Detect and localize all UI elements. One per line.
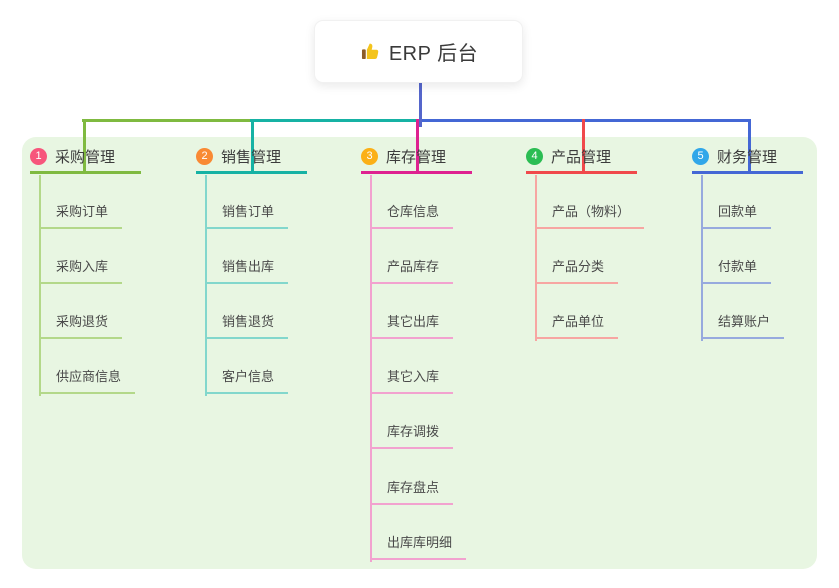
branch-node-product[interactable]: 4 产品管理 <box>526 146 637 174</box>
branch-number-badge: 2 <box>196 148 213 165</box>
branch-children-line <box>535 175 537 341</box>
branch-children-line <box>205 175 207 396</box>
child-node[interactable]: 其它入库 <box>370 366 454 394</box>
child-node[interactable]: 销售出库 <box>205 256 289 284</box>
branch-children-line <box>701 175 703 341</box>
branch-label: 销售管理 <box>221 149 282 166</box>
branch-group-product: 4 产品管理 产品（物料） 产品分类 产品单位 <box>526 0 686 588</box>
branch-label: 采购管理 <box>55 149 116 166</box>
connector-horizontal-left <box>82 119 252 122</box>
connector-drop-2 <box>251 119 254 173</box>
branch-number-badge: 1 <box>30 148 47 165</box>
connector-drop-4 <box>582 119 585 173</box>
branch-label: 库存管理 <box>386 149 447 166</box>
branch-children-line <box>370 175 372 562</box>
branch-group-inventory: 3 库存管理 仓库信息 产品库存 其它出库 其它入库 库存调拨 库存盘点 出库库… <box>361 0 521 588</box>
root-stem-line <box>419 83 422 127</box>
connector-drop-5 <box>748 119 751 173</box>
connector-drop-3 <box>416 119 419 173</box>
branch-group-finance: 5 财务管理 回款单 付款单 结算账户 <box>692 0 839 588</box>
child-node[interactable]: 客户信息 <box>205 366 289 394</box>
branch-group-sales: 2 销售管理 销售订单 销售出库 销售退货 客户信息 <box>196 0 356 588</box>
child-node[interactable]: 销售订单 <box>205 201 289 229</box>
root-node[interactable]: ERP 后台 <box>314 20 523 83</box>
child-node[interactable]: 产品（物料） <box>535 201 645 229</box>
branch-number-badge: 3 <box>361 148 378 165</box>
branch-number-badge: 5 <box>692 148 709 165</box>
branches-panel <box>22 137 817 569</box>
child-node[interactable]: 其它出库 <box>370 311 454 339</box>
child-node[interactable]: 库存调拨 <box>370 421 454 449</box>
child-node[interactable]: 付款单 <box>701 256 772 284</box>
branch-node-purchase[interactable]: 1 采购管理 <box>30 146 141 174</box>
child-node[interactable]: 供应商信息 <box>39 366 136 394</box>
child-node[interactable]: 库存盘点 <box>370 477 454 505</box>
child-node[interactable]: 回款单 <box>701 201 772 229</box>
child-node[interactable]: 结算账户 <box>701 311 785 339</box>
child-node[interactable]: 销售退货 <box>205 311 289 339</box>
root-label: ERP 后台 <box>388 43 479 65</box>
child-node[interactable]: 采购订单 <box>39 201 123 229</box>
branch-node-inventory[interactable]: 3 库存管理 <box>361 146 472 174</box>
child-node[interactable]: 产品库存 <box>370 256 454 284</box>
branch-node-sales[interactable]: 2 销售管理 <box>196 146 307 174</box>
connector-drop-1 <box>83 119 86 173</box>
child-node[interactable]: 出库库明细 <box>370 532 467 560</box>
branch-children-line <box>39 175 41 396</box>
connector-horizontal-center <box>250 119 420 122</box>
connector-horizontal-right <box>419 119 751 122</box>
branch-group-purchase: 1 采购管理 采购订单 采购入库 采购退货 供应商信息 <box>30 0 190 588</box>
thumbs-up-icon <box>359 41 380 62</box>
branch-number-badge: 4 <box>526 148 543 165</box>
child-node[interactable]: 产品分类 <box>535 256 619 284</box>
child-node[interactable]: 采购退货 <box>39 311 123 339</box>
branch-node-finance[interactable]: 5 财务管理 <box>692 146 803 174</box>
child-node[interactable]: 采购入库 <box>39 256 123 284</box>
branch-label: 财务管理 <box>717 149 778 166</box>
child-node[interactable]: 仓库信息 <box>370 201 454 229</box>
child-node[interactable]: 产品单位 <box>535 311 619 339</box>
branch-label: 产品管理 <box>551 149 612 166</box>
